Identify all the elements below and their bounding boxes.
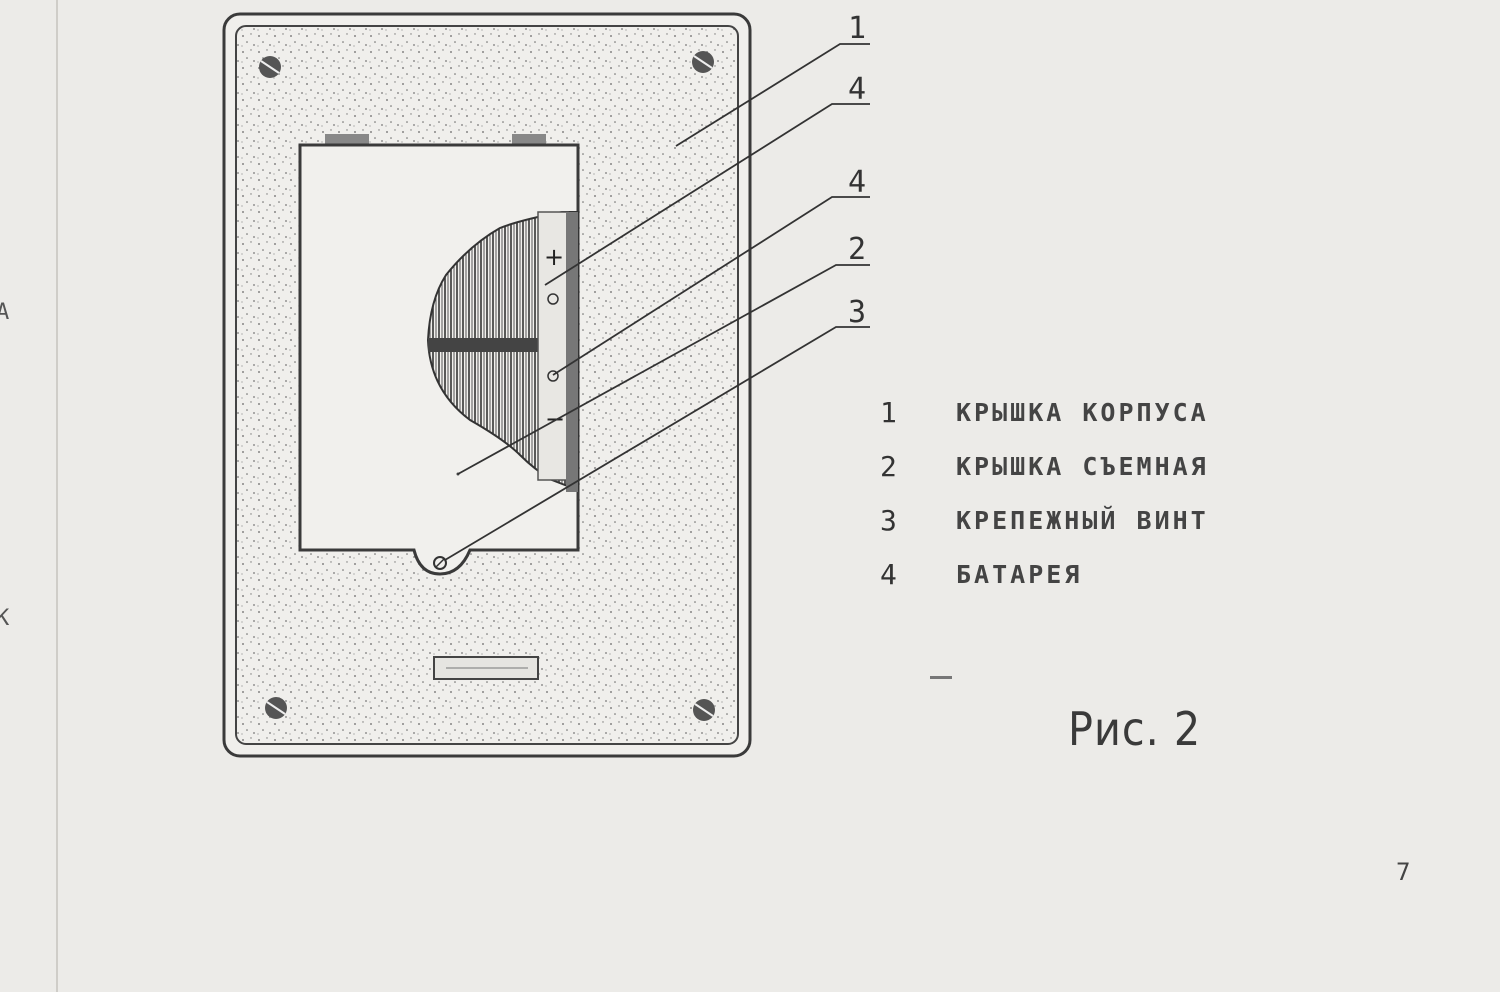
leader-line-1 [675,43,870,147]
battery: + − [426,211,579,492]
figure-caption: Рис. 2 [1068,702,1202,756]
stray-mark [930,676,952,679]
battery-terminal-strip [537,211,569,481]
callout-number-2: 2 [848,232,866,267]
edge-letter-bottom: К [0,606,10,631]
edge-letter-top: А [0,300,10,325]
legend-number: 4 [880,557,897,591]
corner-screw-top-left [259,56,281,78]
legend-number: 3 [880,503,897,537]
corner-screw-bottom-left [265,697,287,719]
leader-line-4a [544,103,870,286]
legend-row: 4 БАТАРЕЯ [880,547,1209,601]
legend-label: КРЫШКА СЪЕМНАЯ [956,451,1209,481]
callout-number-4a: 4 [848,72,866,107]
battery-contact-upper [547,293,559,305]
battery-divider [428,338,538,352]
legend-label: КРЕПЕЖНЫЙ ВИНТ [956,505,1209,535]
mounting-screw [433,556,447,570]
callout-number-3: 3 [848,295,866,330]
callout-number-1: 1 [848,11,866,46]
callout-number-4b: 4 [848,165,866,200]
latch-tab-right [512,134,546,144]
nameplate [433,656,539,680]
battery-contact-lower [547,370,559,382]
latch-tab-left [325,134,369,144]
battery-plus-terminal: + [544,243,564,271]
battery-minus-terminal: − [545,405,565,433]
page-fold [56,0,58,992]
leader-line-2 [457,264,870,475]
leader-line-4b [552,196,870,376]
corner-screw-bottom-right [693,699,715,721]
parts-legend: 1 КРЫШКА КОРПУСА 2 КРЫШКА СЪЕМНАЯ 3 КРЕП… [880,385,1209,601]
page-number: 7 [1396,858,1411,886]
legend-label: КРЫШКА КОРПУСА [956,397,1209,427]
legend-number: 2 [880,449,897,483]
legend-label: БАТАРЕЯ [956,559,1083,589]
battery-edge [566,212,578,492]
leader-line-3 [444,326,870,561]
corner-screw-top-right [692,51,714,73]
legend-row: 2 КРЫШКА СЪЕМНАЯ [880,439,1209,493]
legend-number: 1 [880,395,897,429]
legend-row: 3 КРЕПЕЖНЫЙ ВИНТ [880,493,1209,547]
legend-row: 1 КРЫШКА КОРПУСА [880,385,1209,439]
